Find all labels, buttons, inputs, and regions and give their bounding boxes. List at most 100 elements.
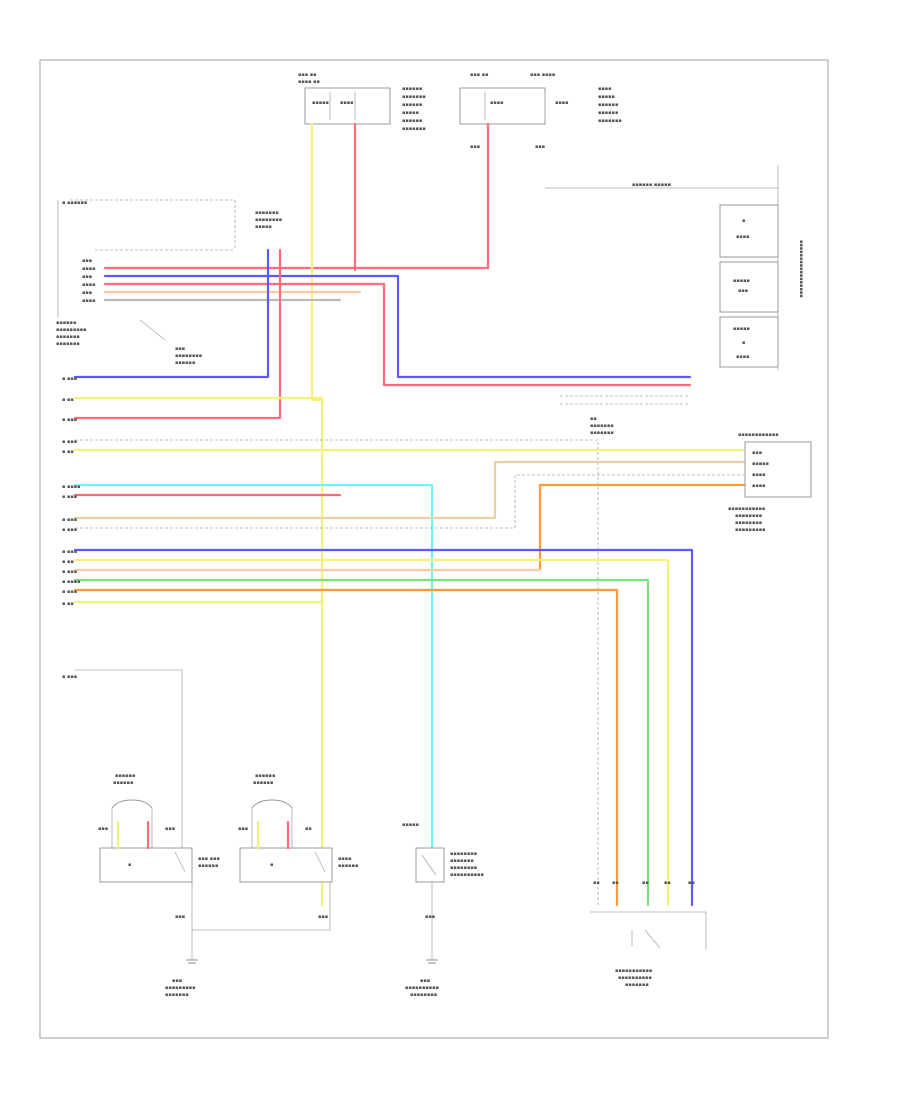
svg-text:▪▪▪▪▪: ▪▪▪▪▪ [402, 822, 419, 828]
svg-text:▪▪▪▪▪▪: ▪▪▪▪▪▪ [198, 863, 218, 869]
svg-text:▪▪▪▪▪▪: ▪▪▪▪▪▪ [402, 118, 422, 124]
svg-text:▪▪▪▪▪▪▪▪▪▪: ▪▪▪▪▪▪▪▪▪▪ [450, 872, 484, 878]
svg-text:▪▪▪: ▪▪▪ [98, 826, 108, 832]
right-switch-block: ▪▪ ▪▪ ▪▪ ▪▪ ▪▪ ▪▪▪▪▪▪▪▪▪▪▪ ▪▪▪▪▪▪▪▪▪▪ ▪▪… [590, 880, 707, 988]
svg-text:▪▪▪▪▪: ▪▪▪▪▪ [312, 100, 329, 106]
svg-text:▪▪▪▪▪: ▪▪▪▪▪ [752, 461, 769, 467]
svg-text:▪▪▪▪▪▪▪: ▪▪▪▪▪▪▪ [590, 430, 614, 436]
svg-text:▪▪▪▪▪▪: ▪▪▪▪▪▪ [598, 110, 618, 116]
svg-text:▪▪▪▪: ▪▪▪▪ [736, 354, 750, 360]
svg-text:▪▪: ▪▪ [593, 880, 600, 886]
svg-text:▪: ▪ [742, 218, 745, 224]
svg-text:▪▪▪▪▪▪▪▪▪▪: ▪▪▪▪▪▪▪▪▪▪ [618, 975, 652, 981]
svg-text:▪▪▪▪▪: ▪▪▪▪▪ [598, 94, 615, 100]
svg-text:▪▪▪: ▪▪▪ [82, 274, 92, 280]
svg-text:▪▪▪▪▪: ▪▪▪▪▪ [733, 326, 750, 332]
diagram-frame [39, 59, 829, 1039]
svg-text:▪▪▪: ▪▪▪ [82, 258, 92, 264]
svg-text:▪▪▪▪▪▪▪▪▪▪▪: ▪▪▪▪▪▪▪▪▪▪▪ [728, 506, 765, 512]
svg-text:▪▪: ▪▪ [664, 880, 671, 886]
wire-red-3 [103, 282, 692, 387]
svg-text:▪▪▪▪: ▪▪▪▪ [338, 856, 352, 862]
svg-text:▪ ▪▪▪: ▪ ▪▪▪ [62, 527, 77, 533]
svg-text:▪▪▪▪▪▪▪: ▪▪▪▪▪▪▪ [625, 982, 649, 988]
svg-text:▪▪▪ ▪▪: ▪▪▪ ▪▪ [470, 72, 489, 78]
svg-text:▪▪▪▪: ▪▪▪▪ [82, 298, 96, 304]
wire-red-1 [103, 122, 490, 270]
wire-orange-2 [73, 588, 619, 907]
svg-text:▪ ▪▪▪: ▪ ▪▪▪ [62, 417, 77, 423]
svg-text:▪▪▪▪: ▪▪▪▪ [752, 483, 766, 489]
svg-text:▪▪▪: ▪▪▪ [738, 288, 748, 294]
svg-text:▪▪▪▪▪▪: ▪▪▪▪▪▪ [253, 780, 273, 786]
svg-text:▪: ▪ [270, 862, 273, 868]
wire-blue-3 [73, 548, 694, 907]
svg-text:▪▪▪▪: ▪▪▪▪ [752, 472, 766, 478]
wire-green-1 [73, 578, 650, 907]
svg-text:▪▪▪▪▪▪▪: ▪▪▪▪▪▪▪ [56, 334, 80, 340]
svg-text:▪ ▪▪▪: ▪ ▪▪▪ [62, 517, 77, 523]
wire-yellow-4 [73, 558, 670, 907]
svg-text:▪ ▪▪▪: ▪ ▪▪▪ [62, 589, 77, 595]
svg-text:▪: ▪ [128, 862, 131, 868]
svg-text:▪▪: ▪▪ [590, 416, 597, 422]
svg-text:▪▪▪ ▪▪▪▪: ▪▪▪ ▪▪▪▪ [530, 72, 555, 78]
svg-text:▪▪▪▪▪▪▪▪▪▪▪▪: ▪▪▪▪▪▪▪▪▪▪▪▪ [738, 432, 779, 438]
svg-text:▪▪▪▪▪▪▪: ▪▪▪▪▪▪▪ [402, 94, 426, 100]
svg-text:▪ ▪▪▪: ▪ ▪▪▪ [62, 549, 77, 555]
svg-text:▪ ▪▪▪▪▪▪: ▪ ▪▪▪▪▪▪ [62, 200, 87, 206]
svg-text:▪▪▪▪▪: ▪▪▪▪▪ [733, 278, 750, 284]
svg-text:▪ ▪▪: ▪ ▪▪ [62, 601, 74, 607]
svg-text:▪▪▪▪▪▪▪▪: ▪▪▪▪▪▪▪▪ [450, 865, 477, 871]
svg-text:▪▪▪▪▪: ▪▪▪▪▪ [402, 110, 419, 116]
svg-text:▪▪▪▪▪▪: ▪▪▪▪▪▪ [598, 102, 618, 108]
ground-left: ▪▪▪ ▪▪▪ ▪▪▪ ▪▪▪▪▪▪▪▪▪ ▪▪▪▪▪▪▪ [165, 882, 331, 998]
wire-yellow-1 [310, 122, 324, 907]
svg-text:▪▪▪▪▪▪: ▪▪▪▪▪▪ [402, 86, 422, 92]
svg-text:▪▪▪▪▪▪▪▪: ▪▪▪▪▪▪▪▪ [410, 992, 437, 998]
center-switch: ▪▪▪▪▪ ▪▪▪▪▪▪▪▪ ▪▪▪▪▪▪▪ ▪▪▪▪▪▪▪▪ ▪▪▪▪▪▪▪▪… [402, 822, 484, 998]
svg-text:▪▪▪▪▪▪▪▪: ▪▪▪▪▪▪▪▪ [735, 520, 762, 526]
svg-text:▪▪▪▪▪▪▪▪▪▪: ▪▪▪▪▪▪▪▪▪▪ [405, 985, 439, 991]
svg-text:▪▪▪▪▪▪▪▪▪: ▪▪▪▪▪▪▪▪▪ [165, 985, 196, 991]
wire-red-4 [73, 248, 282, 420]
svg-text:▪▪▪: ▪▪▪ [425, 914, 435, 920]
svg-text:▪▪▪ ▪▪: ▪▪▪ ▪▪ [298, 72, 317, 78]
svg-text:▪▪▪▪▪▪: ▪▪▪▪▪▪ [115, 773, 135, 779]
svg-text:▪: ▪ [742, 340, 745, 346]
wire-gray-3 [75, 474, 745, 529]
svg-text:▪▪▪▪ ▪▪: ▪▪▪▪ ▪▪ [298, 79, 320, 85]
svg-text:▪▪▪: ▪▪▪ [165, 826, 175, 832]
svg-text:▪▪▪▪▪▪: ▪▪▪▪▪▪ [255, 773, 275, 779]
right-connector-module: ▪▪▪▪▪▪▪▪▪▪▪▪ ▪▪▪ ▪▪▪▪▪ ▪▪▪▪ ▪▪▪▪ ▪▪▪▪▪▪▪… [590, 416, 812, 533]
svg-text:▪▪▪▪▪▪: ▪▪▪▪▪▪ [56, 320, 76, 326]
svg-text:▪▪▪: ▪▪▪ [535, 144, 545, 150]
svg-text:▪▪▪▪▪▪▪▪▪▪▪▪▪▪▪▪▪: ▪▪▪▪▪▪▪▪▪▪▪▪▪▪▪▪▪ [798, 240, 804, 298]
svg-text:▪▪▪▪▪▪▪: ▪▪▪▪▪▪▪ [402, 126, 426, 132]
svg-text:▪▪▪: ▪▪▪ [175, 914, 185, 920]
svg-text:▪▪▪▪▪▪▪: ▪▪▪▪▪▪▪ [590, 423, 614, 429]
right-bus-modules: ▪▪▪▪▪▪ ▪▪▪▪▪ ▪ ▪▪▪▪ ▪▪▪▪▪ ▪▪▪ ▪▪▪▪▪ ▪ ▪▪… [545, 165, 804, 370]
svg-text:▪ ▪▪: ▪ ▪▪ [62, 397, 74, 403]
left-control-module: ▪ ▪▪▪▪▪▪ ▪▪▪ ▪▪▪▪ ▪▪▪ ▪▪▪▪ ▪▪▪ ▪▪▪▪ ▪▪▪▪… [56, 199, 282, 366]
svg-text:▪▪▪▪: ▪▪▪▪ [555, 100, 569, 106]
svg-text:▪▪▪▪▪▪▪▪▪: ▪▪▪▪▪▪▪▪▪ [56, 327, 87, 333]
svg-text:▪▪▪▪▪▪: ▪▪▪▪▪▪ [338, 863, 358, 869]
svg-text:▪▪▪▪: ▪▪▪▪ [598, 86, 612, 92]
svg-text:▪▪▪: ▪▪▪ [238, 826, 248, 832]
fuse-block-left: ▪▪▪ ▪▪ ▪▪▪▪ ▪▪ ▪▪▪▪▪ ▪▪▪▪ ▪▪▪▪▪▪ ▪▪▪▪▪▪▪… [298, 72, 426, 132]
svg-text:▪ ▪▪▪: ▪ ▪▪▪ [62, 439, 77, 445]
svg-text:▪▪▪▪▪▪: ▪▪▪▪▪▪ [113, 780, 133, 786]
svg-text:▪▪: ▪▪ [642, 880, 649, 886]
svg-text:▪▪▪: ▪▪▪ [470, 144, 480, 150]
svg-text:▪ ▪▪▪: ▪ ▪▪▪ [62, 674, 77, 680]
svg-text:▪▪▪▪▪▪▪▪: ▪▪▪▪▪▪▪▪ [450, 851, 477, 857]
svg-text:▪▪▪▪▪▪▪: ▪▪▪▪▪▪▪ [255, 210, 279, 216]
svg-text:▪ ▪▪▪: ▪ ▪▪▪ [62, 376, 77, 382]
wire-thin-top [75, 669, 183, 848]
svg-text:▪ ▪▪: ▪ ▪▪ [62, 559, 74, 565]
svg-text:▪ ▪▪: ▪ ▪▪ [62, 449, 74, 455]
svg-text:▪▪▪▪▪▪▪: ▪▪▪▪▪▪▪ [598, 118, 622, 124]
svg-text:▪▪▪▪▪▪▪▪▪: ▪▪▪▪▪▪▪▪▪ [735, 527, 766, 533]
